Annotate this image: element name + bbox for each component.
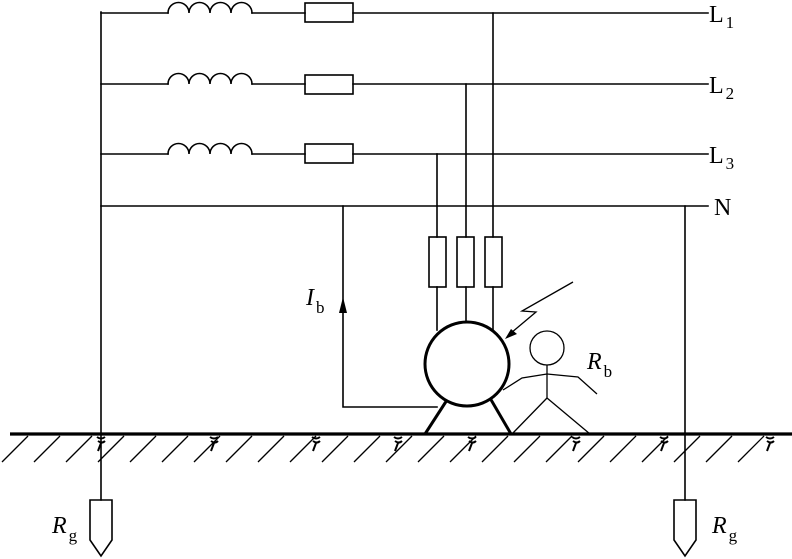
- line-label-n: N: [714, 195, 731, 221]
- soil-marks: [96, 436, 775, 452]
- person-icon: [502, 330, 598, 435]
- equipment-feeders: [428, 12, 503, 331]
- phase-l2: [100, 72, 709, 95]
- hatch-line: [513, 435, 541, 463]
- hatch-line: [609, 435, 637, 463]
- hatch-line: [641, 435, 669, 463]
- hatch-line: [65, 435, 93, 463]
- ground-electrode-right-icon: [673, 499, 697, 558]
- fuse-icon: [428, 236, 447, 288]
- soil-mark: [659, 436, 669, 452]
- hatch-line: [161, 435, 189, 463]
- fuse-icon: [304, 143, 354, 164]
- lightning-bolt-icon: [505, 281, 574, 339]
- hatch-line: [577, 435, 605, 463]
- equipment-motor: [423, 320, 513, 435]
- soil-mark: [571, 436, 581, 452]
- soil-mark: [96, 436, 106, 452]
- soil-mark: [209, 436, 219, 452]
- fuse-icon: [484, 236, 503, 288]
- hatch-line: [705, 435, 733, 463]
- hatch-line: [385, 435, 413, 463]
- hatch-line: [225, 435, 253, 463]
- phase-l1: [100, 1, 709, 23]
- motor-circle-icon: [423, 320, 511, 408]
- hatch-line: [129, 435, 157, 463]
- phase-l3: [100, 142, 709, 164]
- hatch-line: [321, 435, 349, 463]
- inductor-coil-icon: [167, 1, 253, 14]
- soil-mark: [311, 436, 321, 452]
- hatch-line: [545, 435, 573, 463]
- hatch-line: [481, 435, 509, 463]
- hatch-line: [737, 435, 765, 463]
- hatch-line: [289, 435, 317, 463]
- hatch-line: [97, 435, 125, 463]
- hatch-line: [193, 435, 221, 463]
- hatch-line: [449, 435, 477, 463]
- hatch-line: [673, 435, 701, 463]
- soil-mark: [393, 436, 403, 452]
- hatch-line: [1, 435, 29, 463]
- soil-mark: [765, 436, 775, 452]
- current-arrow-icon: [339, 297, 347, 313]
- earth-hatching-icon: [1, 435, 765, 463]
- hatch-line: [417, 435, 445, 463]
- hatch-line: [353, 435, 381, 463]
- fault-current-path: [339, 205, 438, 408]
- hatch-line: [257, 435, 285, 463]
- inductor-coil-icon: [167, 142, 253, 155]
- inductor-coil-icon: [167, 72, 253, 85]
- fuse-icon: [304, 74, 354, 95]
- fuse-icon: [456, 236, 475, 288]
- hatch-line: [33, 435, 61, 463]
- fuse-icon: [304, 2, 354, 23]
- ground-electrode-left-icon: [89, 499, 113, 558]
- soil-mark: [467, 436, 477, 452]
